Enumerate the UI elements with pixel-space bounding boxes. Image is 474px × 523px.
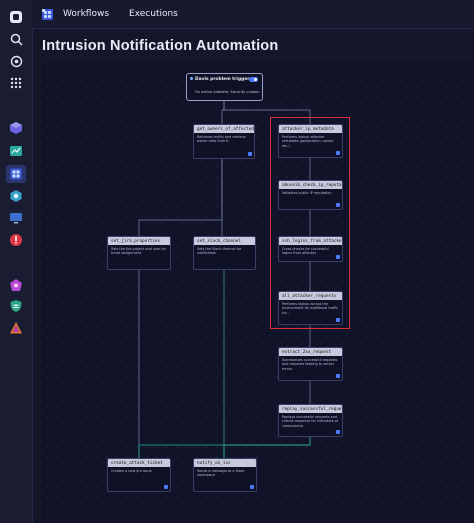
task-ssh-logins[interactable]: ssh_logins_from_attacker Cross-checks fo… bbox=[278, 236, 343, 262]
task-description: Summarizes successful requests and reque… bbox=[282, 358, 338, 371]
task-description: Validates public IP reputation bbox=[282, 191, 332, 195]
trigger-icon bbox=[190, 77, 193, 80]
top-bar: Workflows Executions bbox=[32, 0, 474, 29]
task-status-icon bbox=[250, 485, 254, 489]
davis-problem-trigger[interactable]: Davis problem trigger On active problem:… bbox=[186, 73, 263, 101]
task-status-icon bbox=[336, 151, 340, 155]
task-title: ssh_logins_from_attacker bbox=[279, 237, 342, 245]
task-status-icon bbox=[248, 152, 252, 156]
search-icon[interactable] bbox=[8, 31, 24, 47]
task-status-icon bbox=[336, 374, 340, 378]
chart-icon[interactable] bbox=[8, 143, 24, 159]
task-title: set_slack_channel bbox=[194, 237, 255, 245]
task-description: Performs lookup across the environment f… bbox=[282, 302, 339, 315]
monitor-icon[interactable] bbox=[8, 210, 24, 226]
workflows-icon[interactable] bbox=[6, 165, 26, 183]
workflow-canvas[interactable] bbox=[42, 62, 474, 523]
task-title: replay_successful_request bbox=[279, 405, 342, 413]
task-all-attacker-requests[interactable]: all_attacker_requests Performs lookup ac… bbox=[278, 291, 343, 325]
task-title: notify_on_iss bbox=[194, 459, 256, 467]
task-description: Sends a message to a Slack workspace bbox=[197, 469, 245, 478]
task-status-icon bbox=[336, 203, 340, 207]
highlight-box bbox=[270, 117, 350, 329]
task-title: abuseib_check_ip_reputa... bbox=[279, 181, 342, 189]
apps-grid-icon[interactable] bbox=[8, 75, 24, 91]
task-status-icon bbox=[164, 485, 168, 489]
task-extract-2xx-request[interactable]: extract_2xx_request Summarizes successfu… bbox=[278, 347, 343, 381]
logo-icon[interactable] bbox=[8, 9, 24, 25]
task-title: all_attacker_requests bbox=[279, 292, 342, 300]
shield-icon[interactable] bbox=[8, 298, 24, 314]
task-abuseipdb-check[interactable]: abuseib_check_ip_reputa... Validates pub… bbox=[278, 180, 343, 210]
task-title: get_owners_of_affected_... bbox=[194, 125, 254, 133]
task-description: Performs lookup attacker metadata (geolo… bbox=[282, 135, 335, 148]
task-description: Sets the Jira project and user for ticke… bbox=[111, 247, 166, 256]
trigger-toggle[interactable] bbox=[249, 77, 258, 82]
task-status-icon bbox=[336, 430, 340, 434]
task-status-icon bbox=[336, 318, 340, 322]
task-status-icon bbox=[336, 255, 340, 259]
task-set-jira-properties[interactable]: set_jira_properties Sets the Jira projec… bbox=[107, 236, 171, 270]
task-description: Creates a new Jira issue. bbox=[111, 469, 153, 473]
cube-icon[interactable] bbox=[8, 120, 24, 136]
task-create-attack-ticket[interactable]: create_attack_ticket Creates a new Jira … bbox=[107, 458, 171, 492]
threat-icon[interactable] bbox=[8, 320, 24, 336]
task-notify-slack[interactable]: notify_on_iss Sends a message to a Slack… bbox=[193, 458, 257, 492]
workflows-app-icon bbox=[42, 8, 53, 20]
task-description: Retrieves entity and retrieve owner data… bbox=[197, 135, 246, 144]
task-title: attacker_ip_metadata bbox=[279, 125, 342, 133]
task-title: create_attack_ticket bbox=[108, 459, 170, 467]
page-title: Intrusion Notification Automation bbox=[42, 38, 279, 54]
task-title: extract_2xx_request bbox=[279, 348, 342, 356]
task-description: Sets the Slack channel for notification bbox=[197, 247, 242, 256]
explore-icon[interactable] bbox=[8, 53, 24, 69]
task-set-slack-channel[interactable]: set_slack_channel Sets the Slack channel… bbox=[193, 236, 256, 270]
tab-executions[interactable]: Executions bbox=[129, 9, 178, 19]
alert-icon[interactable] bbox=[8, 232, 24, 248]
task-description: Replays successful requests and checks r… bbox=[282, 415, 339, 428]
task-description: Cross-checks for successful logins from … bbox=[282, 247, 329, 256]
task-title: set_jira_properties bbox=[108, 237, 170, 245]
trigger-subtitle: On active problem: Security custom bbox=[195, 90, 260, 94]
tab-workflows[interactable]: Workflows bbox=[63, 9, 110, 19]
task-replay-successful-request[interactable]: replay_successful_request Replays succes… bbox=[278, 404, 343, 437]
task-attacker-ip-metadata[interactable]: attacker_ip_metadata Performs lookup att… bbox=[278, 124, 343, 158]
task-get-owners[interactable]: get_owners_of_affected_... Retrieves ent… bbox=[193, 124, 255, 159]
security-icon[interactable] bbox=[8, 277, 24, 293]
kubernetes-icon[interactable] bbox=[8, 188, 24, 204]
left-nav-rail bbox=[0, 0, 33, 523]
trigger-title: Davis problem trigger bbox=[195, 77, 250, 82]
